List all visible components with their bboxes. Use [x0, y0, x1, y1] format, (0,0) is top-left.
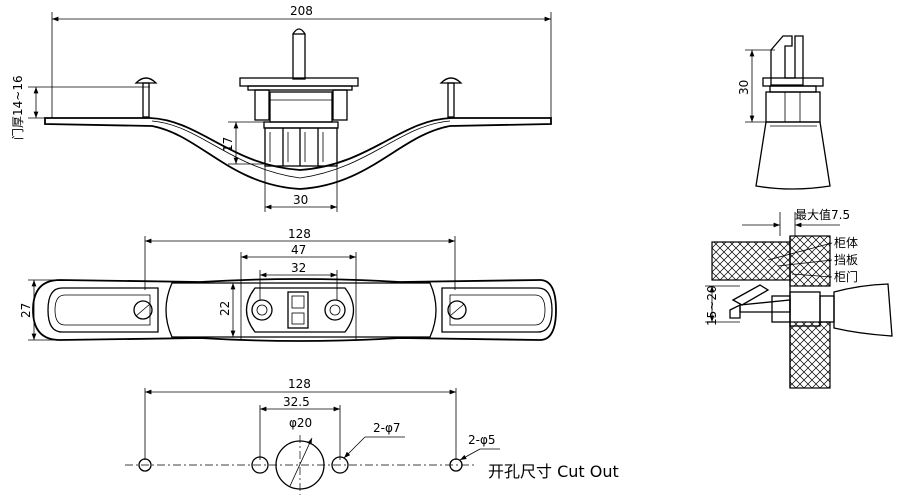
door-thickness-label: 门厚14~16 [10, 75, 25, 140]
dim-30-side-label: 30 [737, 80, 751, 95]
dim-17-label: 17 [221, 137, 235, 152]
dim-30-knob-label: 30 [293, 193, 308, 207]
dim-phi20-label: φ20 [289, 416, 312, 430]
door-label: 柜门 [834, 269, 858, 284]
dim-27-label: 27 [19, 303, 33, 318]
dim-2-phi5-label: 2-φ5 [468, 433, 496, 447]
dim-32-label: 32 [291, 261, 306, 275]
dim-32-5-label: 32.5 [283, 395, 310, 409]
dim-2-phi7-label: 2-φ7 [373, 421, 401, 435]
side-view: 30 [737, 35, 831, 190]
cabinet-label: 柜体 [834, 236, 858, 250]
dim-208-label: 208 [290, 4, 313, 18]
dim-47-label: 47 [291, 243, 306, 257]
dim-128-cutout-label: 128 [288, 377, 311, 391]
cutout-title: 开孔尺寸 Cut Out [488, 462, 619, 481]
stop-plate-label: 挡板 [834, 253, 858, 267]
dim-15-20-label: 15~20 [705, 285, 719, 326]
dim-22-label: 22 [218, 301, 232, 316]
top-view: 128 47 32 22 [19, 227, 557, 342]
install-view: 最大值7.5 柜体 挡板 柜门 15~20 [705, 207, 893, 389]
dim-128-top-label: 128 [288, 227, 311, 241]
front-view: 208 门厚14~16 [10, 4, 552, 212]
cutout-view: 128 32.5 φ20 2-φ7 2-φ5 开孔尺寸 Cut Out [125, 377, 619, 495]
dim-max-label: 最大值7.5 [795, 207, 850, 222]
